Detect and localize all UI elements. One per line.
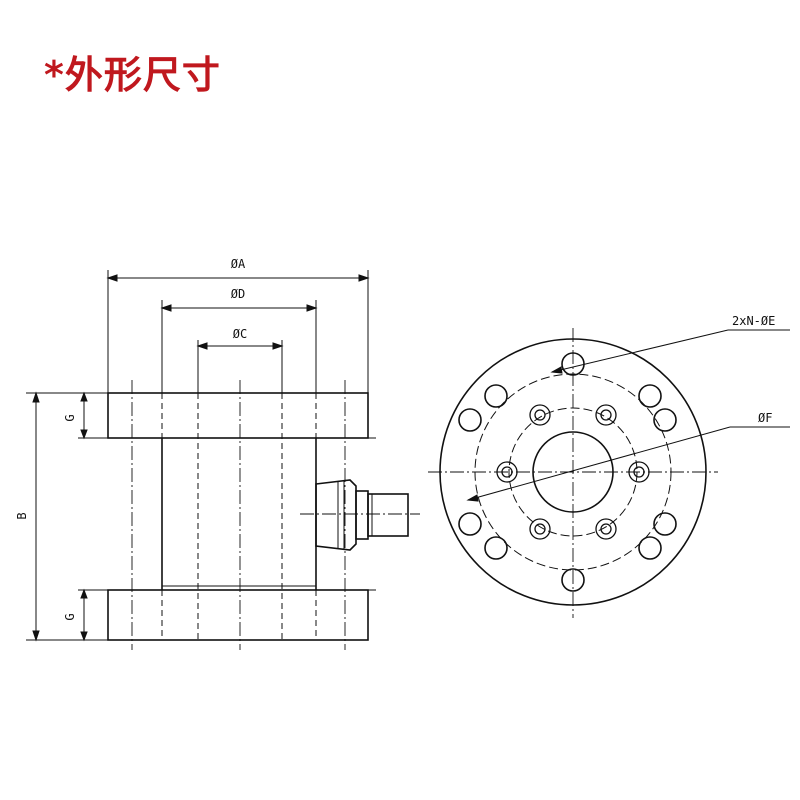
dim-label-middle-diameter: ØD xyxy=(231,287,245,301)
side-view xyxy=(26,270,420,650)
dim-label-inner-diameter: ØC xyxy=(233,327,247,341)
dim-label-bolt-circle: ØF xyxy=(758,411,772,425)
dim-label-height: B xyxy=(15,512,29,519)
page-title: *外形尺寸 xyxy=(44,53,221,97)
dim-label-bolt-holes: 2xN-ØE xyxy=(732,314,775,328)
inner-threaded-holes xyxy=(496,404,650,540)
connector xyxy=(315,479,409,551)
dim-label-outer-diameter: ØA xyxy=(231,257,246,271)
dim-label-flange-top: G xyxy=(63,414,77,421)
bottom-flange xyxy=(107,589,369,641)
front-view xyxy=(428,328,790,618)
top-flange xyxy=(107,392,369,439)
dim-label-flange-bottom: G xyxy=(63,613,77,620)
